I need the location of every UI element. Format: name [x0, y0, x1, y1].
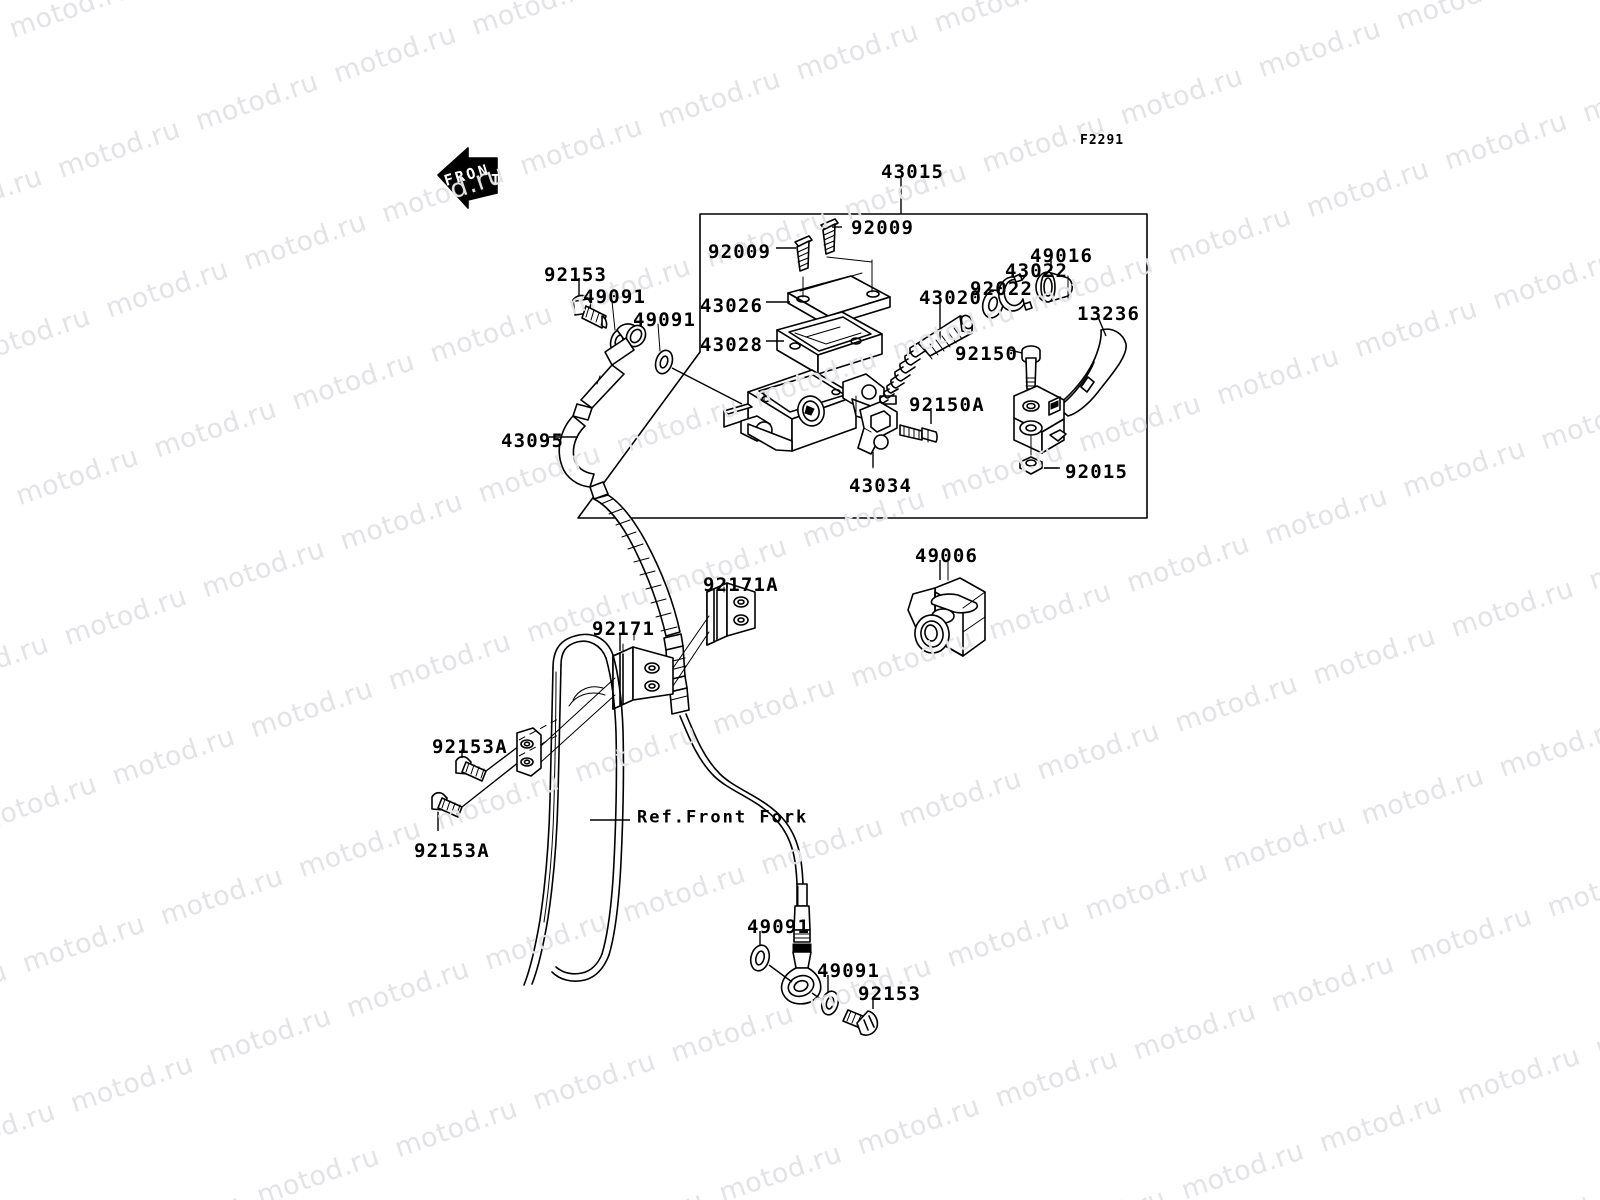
callout-49091-b[interactable]: 49091	[633, 309, 697, 331]
callout-92015[interactable]: 92015	[1065, 461, 1129, 483]
callout-92153-upper[interactable]: 92153	[544, 264, 608, 286]
callout-49006[interactable]: 49006	[915, 545, 979, 567]
callout-92153A-a[interactable]: 92153A	[432, 736, 508, 758]
callout-92153A-b[interactable]: 92153A	[414, 840, 490, 862]
callout-92171[interactable]: 92171	[592, 618, 656, 640]
reference-front-fork: Ref.Front Fork	[637, 807, 809, 828]
callout-92150[interactable]: 92150	[955, 343, 1019, 365]
callout-49091-c[interactable]: 49091	[747, 916, 811, 938]
callout-92150A[interactable]: 92150A	[909, 394, 985, 416]
callout-13236[interactable]: 13236	[1077, 303, 1141, 325]
callout-43034[interactable]: 43034	[849, 475, 913, 497]
callout-43095[interactable]: 43095	[501, 430, 565, 452]
callout-43026[interactable]: 43026	[700, 295, 764, 317]
callout-43028[interactable]: 43028	[700, 334, 764, 356]
callout-92009-left[interactable]: 92009	[708, 241, 772, 263]
callout-92153-lower[interactable]: 92153	[858, 983, 922, 1005]
callout-43020[interactable]: 43020	[919, 287, 983, 309]
callout-49016[interactable]: 49016	[1030, 245, 1094, 267]
callout-43015[interactable]: 43015	[881, 161, 945, 183]
callout-49091-a[interactable]: 49091	[583, 286, 647, 308]
callout-92171A[interactable]: 92171A	[703, 574, 779, 596]
sheet-code: F2291	[1080, 133, 1125, 148]
callout-49091-d[interactable]: 49091	[817, 960, 881, 982]
callout-92009-right[interactable]: 92009	[851, 217, 915, 239]
